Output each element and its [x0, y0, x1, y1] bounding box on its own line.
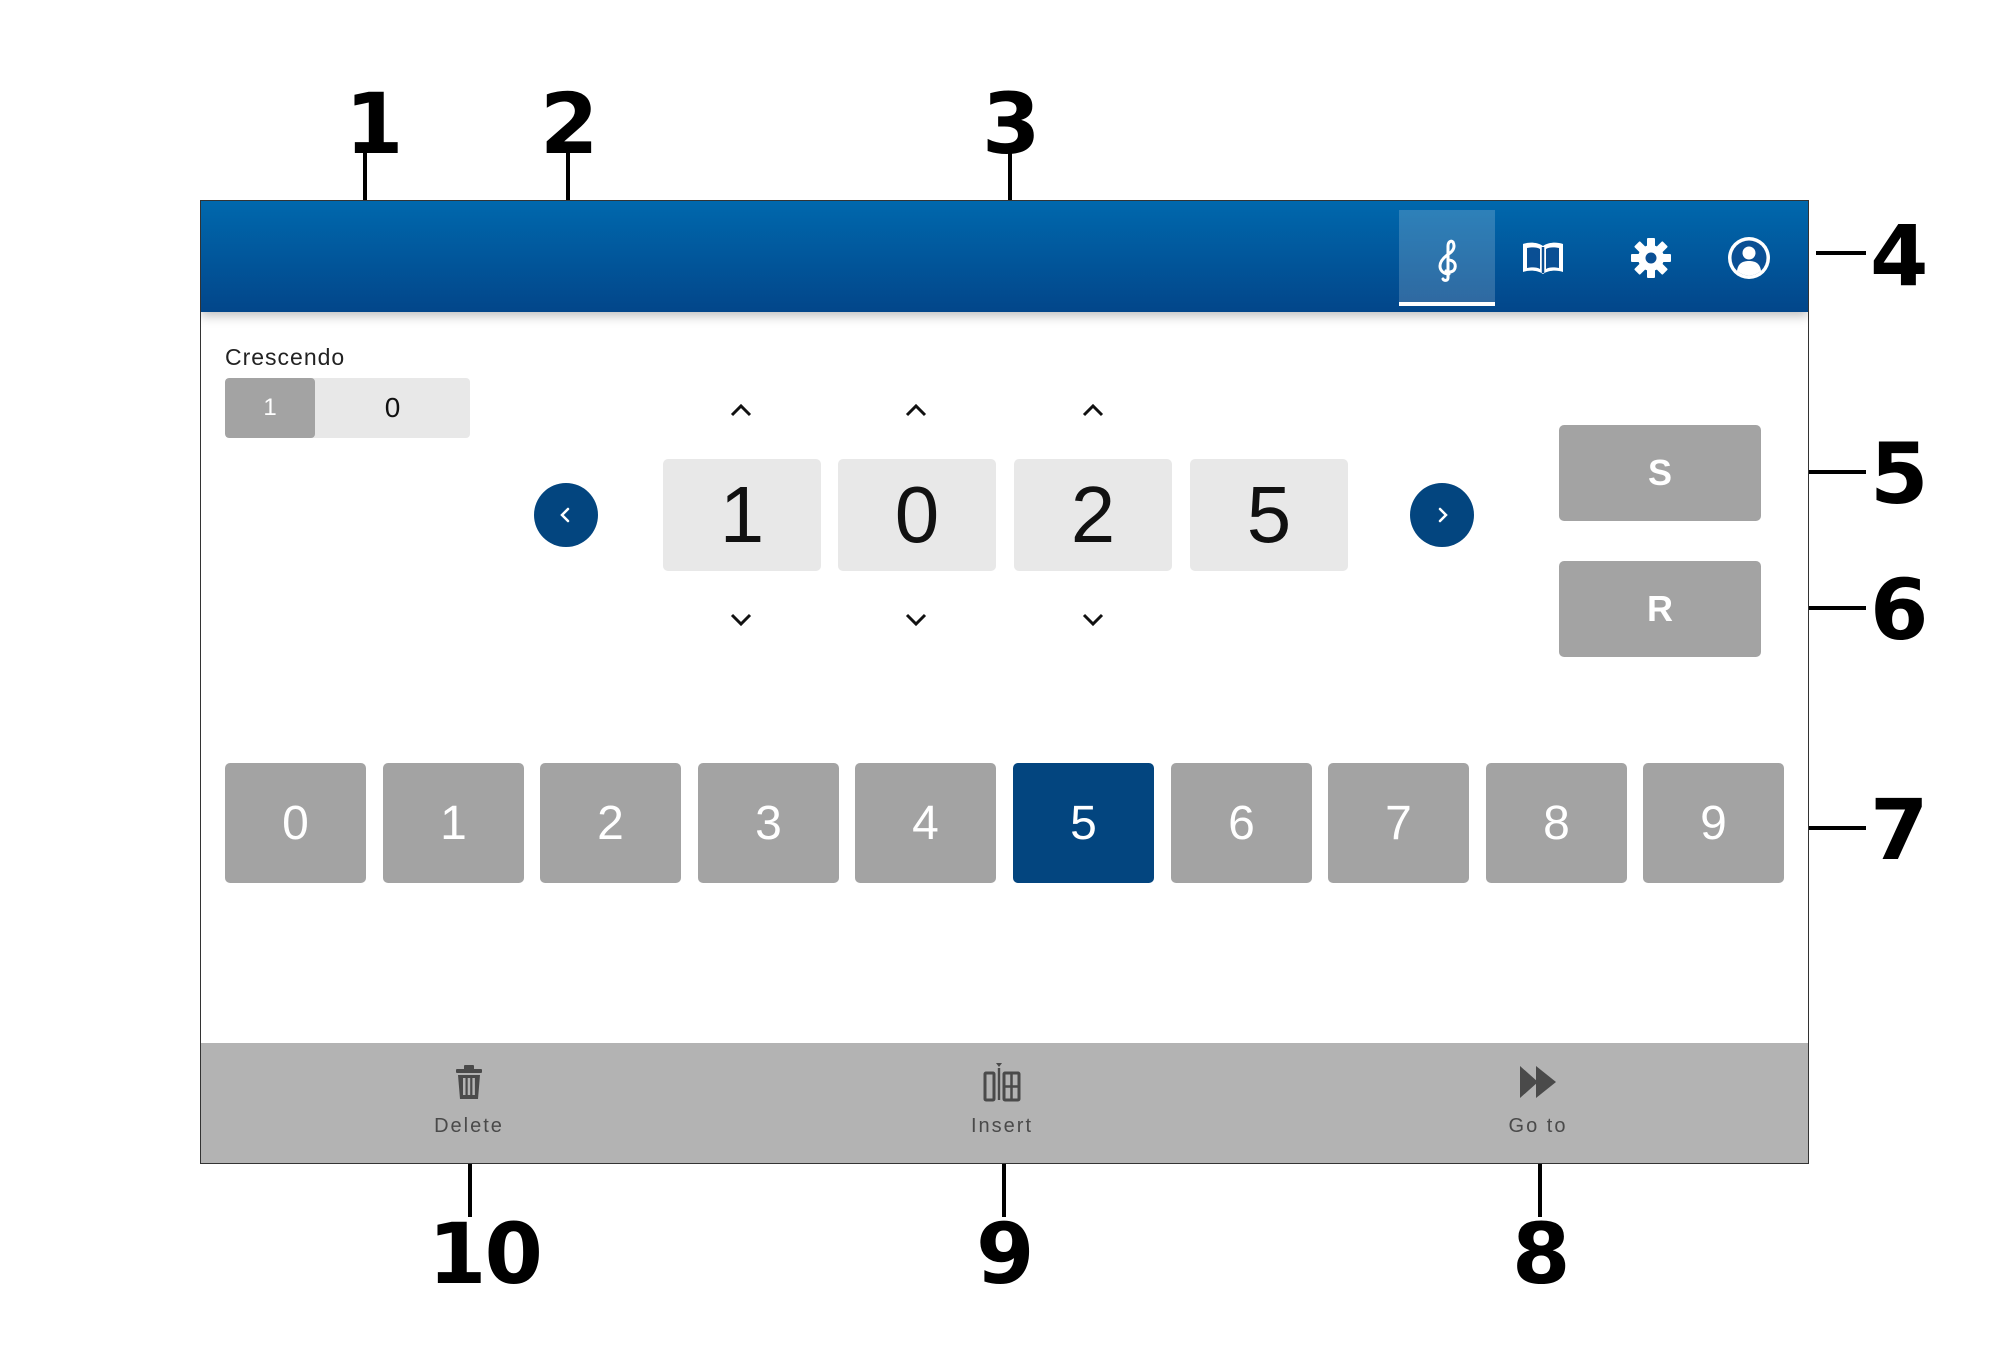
digit-3-down-button[interactable]: [1073, 605, 1113, 635]
book-icon: [1523, 242, 1563, 274]
leader-line-8: [1538, 1163, 1542, 1217]
chevron-up-icon: [1082, 403, 1104, 417]
keypad-key-6[interactable]: 6: [1171, 763, 1312, 883]
chevron-up-icon: [905, 403, 927, 417]
callout-10: 10: [428, 1205, 543, 1303]
leader-line-9: [1002, 1163, 1006, 1217]
callout-5: 5: [1870, 425, 1928, 523]
device-screen: Crescendo 1 0 1 0 2 5 S R 0 1 2: [200, 200, 1809, 1164]
leader-line-4: [1816, 251, 1866, 255]
digit-1-down-button[interactable]: [721, 605, 761, 635]
treble-clef-icon: [1438, 239, 1457, 282]
callout-6: 6: [1870, 561, 1928, 659]
crescendo-off-segment[interactable]: 0: [384, 392, 401, 423]
keypad-key-9[interactable]: 9: [1643, 763, 1784, 883]
keypad-key-2[interactable]: 2: [540, 763, 681, 883]
digit-box-1[interactable]: 1: [663, 459, 821, 571]
trash-icon: [456, 1065, 482, 1099]
next-button[interactable]: [1410, 483, 1474, 547]
chevron-down-icon: [905, 613, 927, 627]
keypad-key-1[interactable]: 1: [383, 763, 524, 883]
header-bar: [201, 201, 1808, 312]
callout-8: 8: [1512, 1205, 1570, 1303]
chevron-down-icon: [1082, 613, 1104, 627]
callout-1: 1: [345, 75, 403, 173]
digit-2-down-button[interactable]: [896, 605, 936, 635]
callout-4: 4: [1870, 207, 1928, 305]
keypad-key-5[interactable]: 5: [1013, 763, 1154, 883]
chevron-left-icon: [560, 507, 570, 523]
leader-line-10: [468, 1163, 472, 1217]
chevron-right-icon: [1438, 507, 1448, 523]
previous-button[interactable]: [534, 483, 598, 547]
callout-9: 9: [976, 1205, 1034, 1303]
crescendo-toggle[interactable]: 1 0: [225, 378, 470, 438]
goto-label: Go to: [1508, 1115, 1568, 1137]
delete-label: Delete: [434, 1115, 504, 1137]
chevron-down-icon: [730, 613, 752, 627]
digit-box-4[interactable]: 5: [1190, 459, 1348, 571]
keypad-key-4[interactable]: 4: [855, 763, 996, 883]
keypad-key-0[interactable]: 0: [225, 763, 366, 883]
keypad-key-7[interactable]: 7: [1328, 763, 1469, 883]
tab-music[interactable]: [1399, 210, 1495, 306]
user-icon: [1728, 237, 1770, 279]
callout-7: 7: [1870, 781, 1928, 879]
tab-settings[interactable]: [1603, 210, 1699, 306]
leader-line-7: [1790, 826, 1866, 830]
goto-button[interactable]: Go to: [1438, 1043, 1638, 1163]
keypad-key-8[interactable]: 8: [1486, 763, 1627, 883]
digit-2-up-button[interactable]: [896, 395, 936, 425]
s-button[interactable]: S: [1559, 425, 1761, 521]
leader-line-6: [1768, 606, 1866, 610]
delete-button[interactable]: Delete: [369, 1043, 569, 1163]
tab-user[interactable]: [1701, 210, 1797, 306]
footer-bar: Delete Insert Go to: [201, 1043, 1808, 1163]
fast-forward-icon: [1520, 1066, 1556, 1098]
r-button[interactable]: R: [1559, 561, 1761, 657]
crescendo-label: Crescendo: [225, 344, 346, 370]
insert-icon: [983, 1063, 1021, 1102]
keypad-key-3[interactable]: 3: [698, 763, 839, 883]
digit-3-up-button[interactable]: [1073, 395, 1113, 425]
digit-box-2[interactable]: 0: [838, 459, 996, 571]
chevron-up-icon: [730, 403, 752, 417]
insert-label: Insert: [970, 1115, 1034, 1137]
tab-book[interactable]: [1495, 210, 1591, 306]
leader-line-5: [1768, 470, 1866, 474]
gear-icon: [1631, 238, 1671, 278]
digit-box-3[interactable]: 2: [1014, 459, 1172, 571]
digit-1-up-button[interactable]: [721, 395, 761, 425]
insert-button[interactable]: Insert: [902, 1043, 1102, 1163]
crescendo-on-segment[interactable]: 1: [225, 378, 315, 438]
